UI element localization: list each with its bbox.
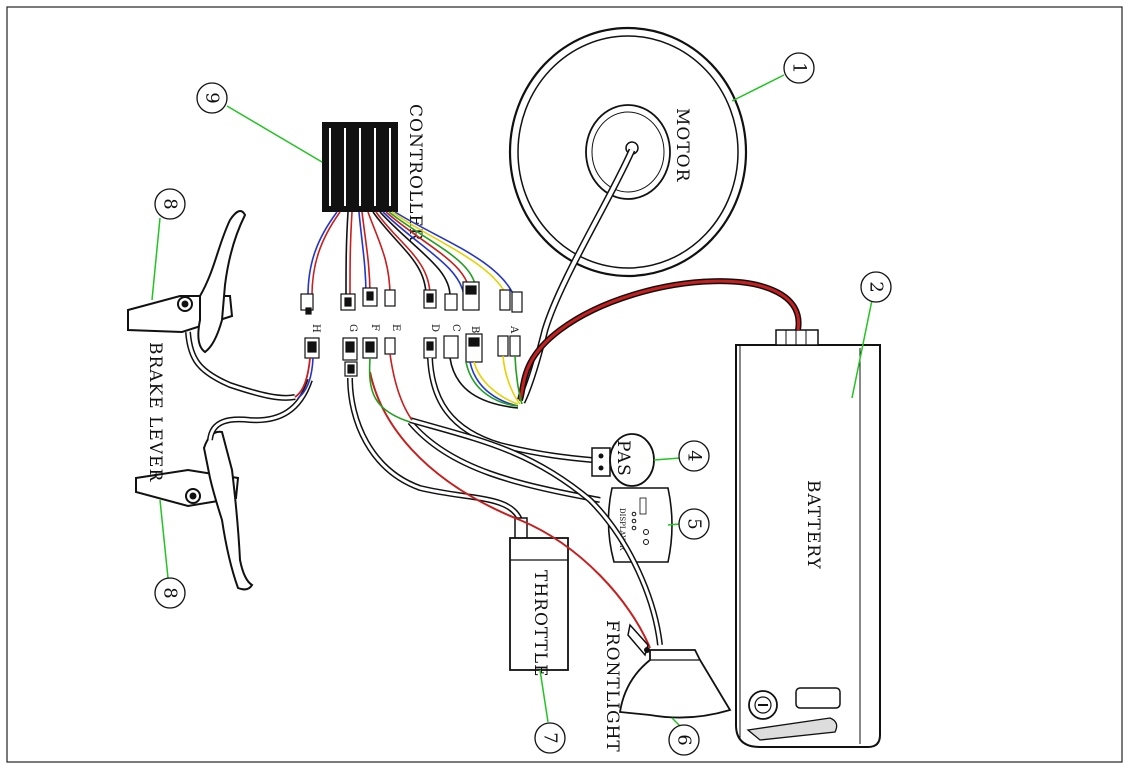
callout-8-lower: 8 [154,499,186,609]
callout-number-9: 9 [202,92,223,103]
callout-number-8-lower: 8 [160,587,181,598]
brake-lever-upper [127,210,296,401]
callout-2: 2 [851,271,892,399]
battery-key-lock [748,690,778,720]
motor-phase-wires [449,355,523,409]
front-light: FRONT LIGHT [369,371,732,753]
connector-b: B [469,326,480,333]
connector-row-upper [300,281,523,315]
controller-harness [307,211,516,299]
throttle: THROTTLE [347,377,569,678]
motor-hub [585,104,671,200]
brake-lever-label: BRAKE LEVER [145,342,165,482]
connector-d: D [429,324,440,332]
front-light-label-light: LIGHT [602,690,622,753]
connector-labels: H G F E D C B A [310,324,519,334]
callout-7: 7 [534,669,566,754]
connector-row-lower [304,333,521,377]
callout-number-8-upper: 8 [160,198,181,209]
connector-c: C [450,324,461,332]
battery: BATTERY [735,329,881,748]
displayer-label: DISPLAYER [618,508,626,551]
connector-g: G [347,324,358,332]
battery-terminal [775,329,819,346]
callout-number-5: 5 [684,518,705,529]
callout-9: 9 [196,82,323,163]
callout-number-2: 2 [866,281,887,292]
signal-wire-green [368,357,411,423]
callout-8-upper: 8 [151,188,186,301]
callout-1: 1 [731,52,815,102]
motor-label: MOTOR [672,108,692,183]
pas-label: PAS [613,440,633,477]
connector-a: A [508,325,519,334]
brake-lever-lower [135,378,313,591]
controller: CONTROLLER [322,104,425,242]
motor: MOTOR [508,26,748,404]
callout-number-4: 4 [684,450,705,461]
controller-label: CONTROLLER [405,104,425,242]
callout-5: 5 [667,508,710,540]
callout-number-7: 7 [540,732,561,743]
battery-label: BATTERY [803,480,823,570]
front-light-label-front: FRONT [602,620,622,690]
throttle-label: THROTTLE [530,570,550,678]
callout-number-1: 1 [789,62,810,73]
motor-wheel-outer [508,26,748,278]
callout-4: 4 [653,440,710,472]
signal-wire-red [389,353,413,421]
battery-slot [795,687,841,709]
page-border [6,6,1123,763]
callout-6: 6 [668,717,700,756]
connector-e: E [390,324,401,331]
connector-f: F [369,324,380,331]
connector-h: H [310,324,321,333]
callout-number-6: 6 [674,734,695,745]
